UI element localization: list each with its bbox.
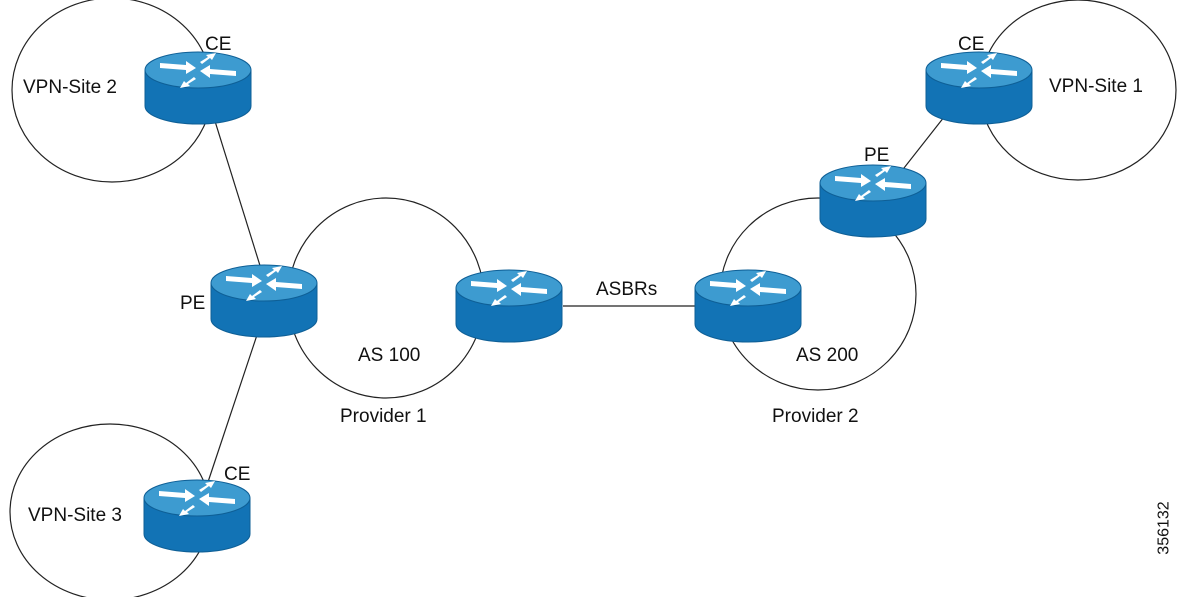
router-icon <box>455 269 563 343</box>
pe-label-left: PE <box>180 293 206 314</box>
vpn-site1-label: VPN-Site 1 <box>1049 76 1143 97</box>
as200-label: AS 200 <box>796 345 859 366</box>
ce-label-site1: CE <box>958 34 985 55</box>
ce-label-site2: CE <box>205 34 232 55</box>
router-icon <box>925 51 1033 125</box>
asbrs-label: ASBRs <box>596 279 658 300</box>
link-ce2-pe <box>213 117 263 273</box>
pe-label-right: PE <box>864 145 890 166</box>
as100-label: AS 100 <box>358 345 421 366</box>
router-icon <box>694 269 802 343</box>
figure-id: 356132 <box>1155 501 1173 555</box>
ce-label-site3: CE <box>224 464 251 485</box>
router-icon <box>819 164 927 238</box>
provider1-label: Provider 1 <box>340 406 427 427</box>
router-icon <box>144 51 252 125</box>
vpn-site2-label: VPN-Site 2 <box>23 77 117 98</box>
link-pe-ce3 <box>205 331 259 489</box>
router-icon <box>210 264 318 338</box>
provider2-label: Provider 2 <box>772 406 859 427</box>
vpn-site3-label: VPN-Site 3 <box>28 505 122 526</box>
router-icon <box>143 479 251 553</box>
